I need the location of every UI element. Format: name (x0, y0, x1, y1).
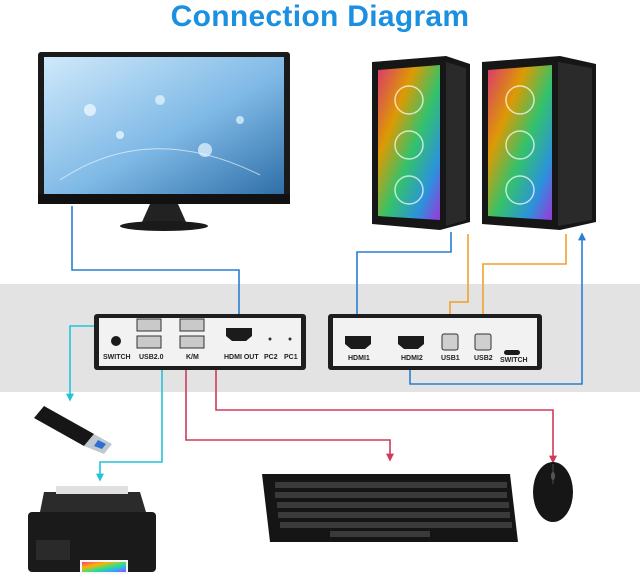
pc1-label: PC1 (284, 354, 298, 361)
hdmi-out-cable-line (71, 206, 243, 324)
keyboard-cable-line (185, 360, 394, 462)
usb2-label: USB2 (474, 355, 493, 362)
printer-cable-line (96, 360, 163, 482)
computer-tower-icon (482, 56, 596, 230)
back-switch-label: SWITCH (500, 357, 528, 364)
usb-label: USB2.0 (139, 354, 164, 361)
hdmi-out-label: HDMI OUT (224, 354, 259, 361)
mouse-icon (533, 462, 573, 522)
usb-port-icon (136, 318, 162, 332)
hdmi-port-icon (345, 336, 371, 349)
kvm-front-panel: SWITCH USB2.0 K/M HDMI OUT PC2 PC1 (94, 314, 306, 370)
usb1-label: USB1 (441, 355, 460, 362)
hdmi-port-icon (398, 336, 424, 349)
mouse-cable-line (215, 360, 557, 464)
switch-label: SWITCH (103, 354, 131, 361)
switch-port-icon (504, 350, 520, 355)
kvm-back-panel: HDMI1 HDMI2 USB1 USB2 SWITCH (328, 314, 542, 370)
hdmi1-label: HDMI1 (348, 355, 370, 362)
computer-tower-icon (372, 56, 470, 230)
switch-button[interactable] (111, 336, 121, 346)
usb-flash-drive-icon (34, 406, 112, 454)
usb2-cable-line (479, 234, 567, 330)
hdmi2-cable-line (409, 232, 586, 385)
keyboard-icon (262, 474, 518, 542)
usb-port-icon (136, 335, 162, 349)
usb1-cable-line (446, 234, 469, 330)
km-label: K/M (186, 354, 199, 361)
diagram-title: Connection Diagram (170, 0, 470, 33)
usb-port-icon (179, 335, 205, 349)
monitor-icon (38, 52, 290, 231)
usb-b-port-icon (474, 333, 492, 351)
pc2-label: PC2 (264, 354, 278, 361)
usb-b-port-icon (441, 333, 459, 351)
hdmi1-cable-line (353, 232, 452, 326)
printer-icon (28, 486, 156, 574)
hdmi2-label: HDMI2 (401, 355, 423, 362)
usb-port-icon (179, 318, 205, 332)
hdmi-port-icon (226, 328, 252, 341)
